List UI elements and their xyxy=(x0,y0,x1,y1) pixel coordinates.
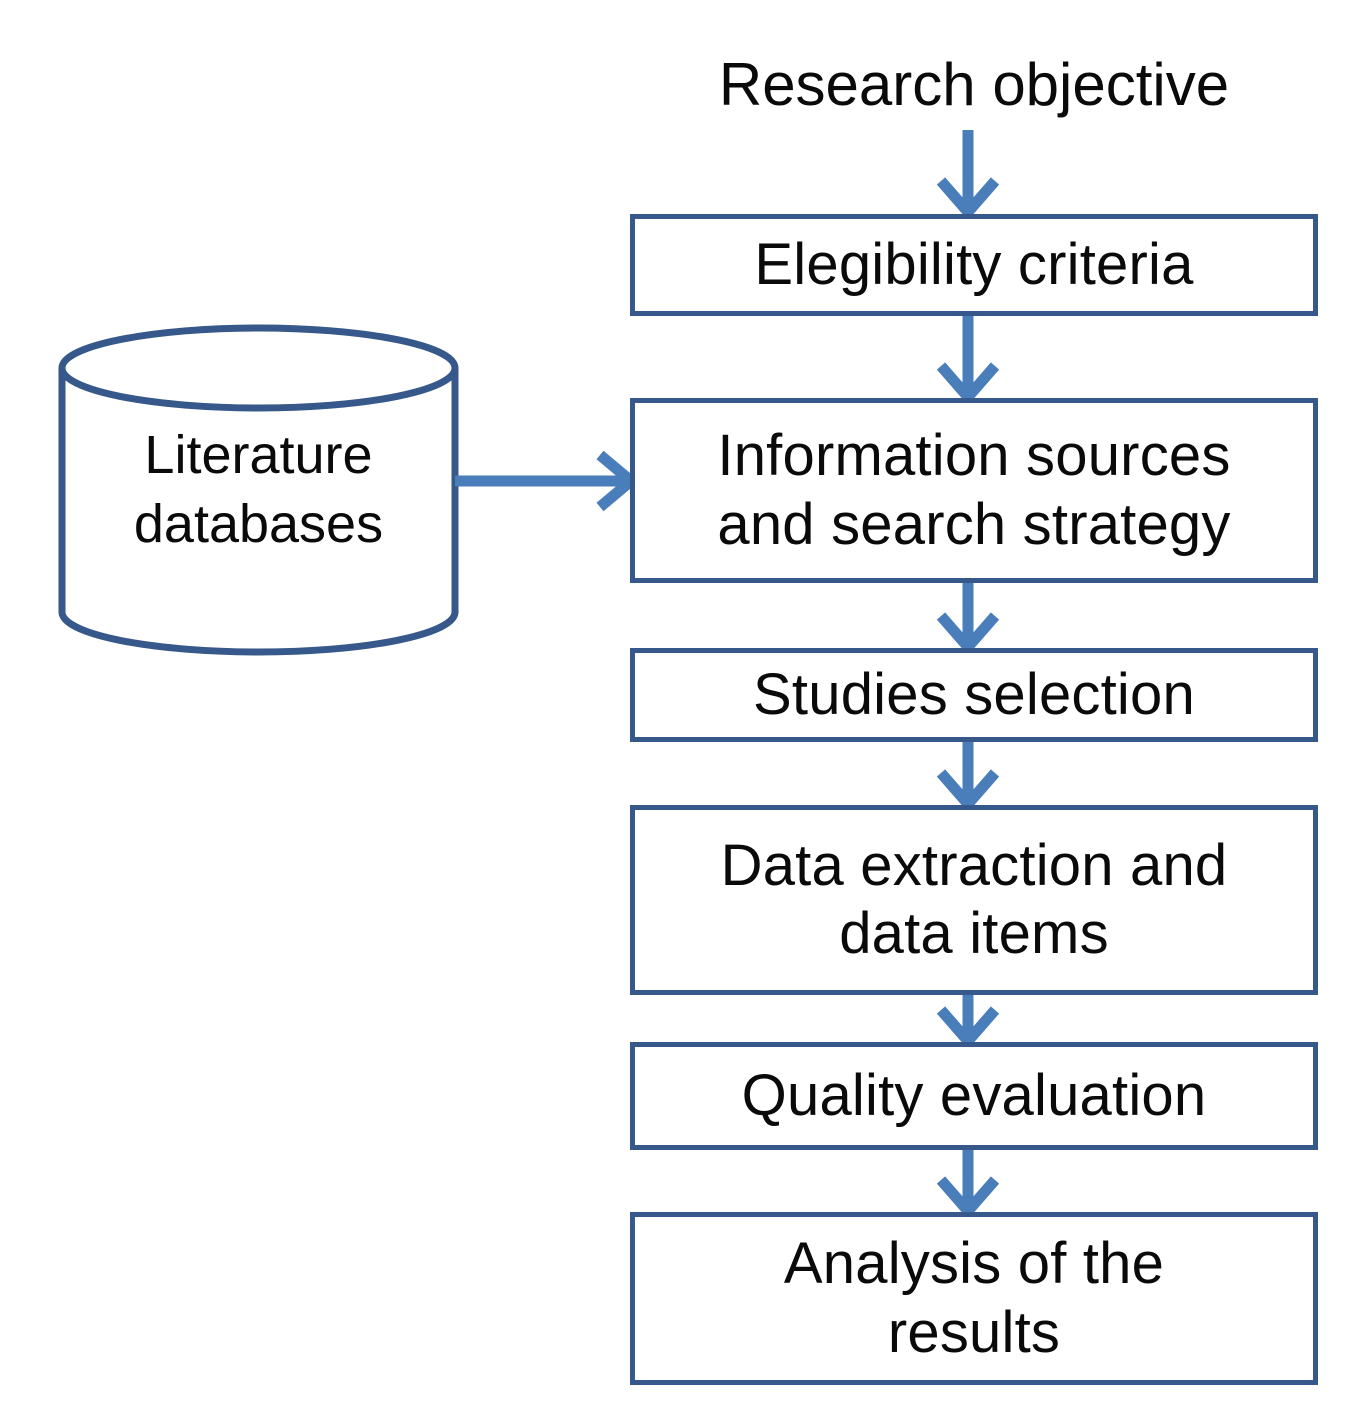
arrow-eligibility-to-info-sources xyxy=(936,316,1000,406)
step-label-studies-selection: Studies selection xyxy=(753,661,1195,727)
arrow-data-extraction-to-quality-evaluation xyxy=(936,995,1000,1050)
step-box-data-extraction[interactable]: Data extraction and data items xyxy=(630,805,1318,995)
step-label-eligibility: Elegibility criteria xyxy=(754,231,1194,297)
research-objective-title: Research objective xyxy=(718,51,1230,118)
step-label-analysis: Analysis of the results xyxy=(783,1231,1165,1365)
step-box-analysis[interactable]: Analysis of the results xyxy=(630,1212,1318,1385)
step-label-info-sources: Information sources and search strategy xyxy=(717,423,1231,557)
step-label-quality-evaluation: Quality evaluation xyxy=(741,1062,1207,1128)
arrow-objective-to-eligibility xyxy=(936,130,1000,221)
step-box-eligibility[interactable]: Elegibility criteria xyxy=(630,214,1318,316)
step-box-quality-evaluation[interactable]: Quality evaluation xyxy=(630,1042,1318,1150)
arrow-studies-selection-to-data-extraction xyxy=(936,742,1000,813)
step-box-info-sources[interactable]: Information sources and search strategy xyxy=(630,398,1318,583)
step-label-data-extraction: Data extraction and data items xyxy=(720,832,1228,966)
literature-databases-label: Literature databases xyxy=(133,424,384,554)
arrow-info-sources-to-studies-selection xyxy=(936,583,1000,656)
step-box-studies-selection[interactable]: Studies selection xyxy=(630,648,1318,742)
arrow-databases-to-info-sources xyxy=(455,450,640,512)
arrow-quality-evaluation-to-analysis xyxy=(936,1150,1000,1220)
